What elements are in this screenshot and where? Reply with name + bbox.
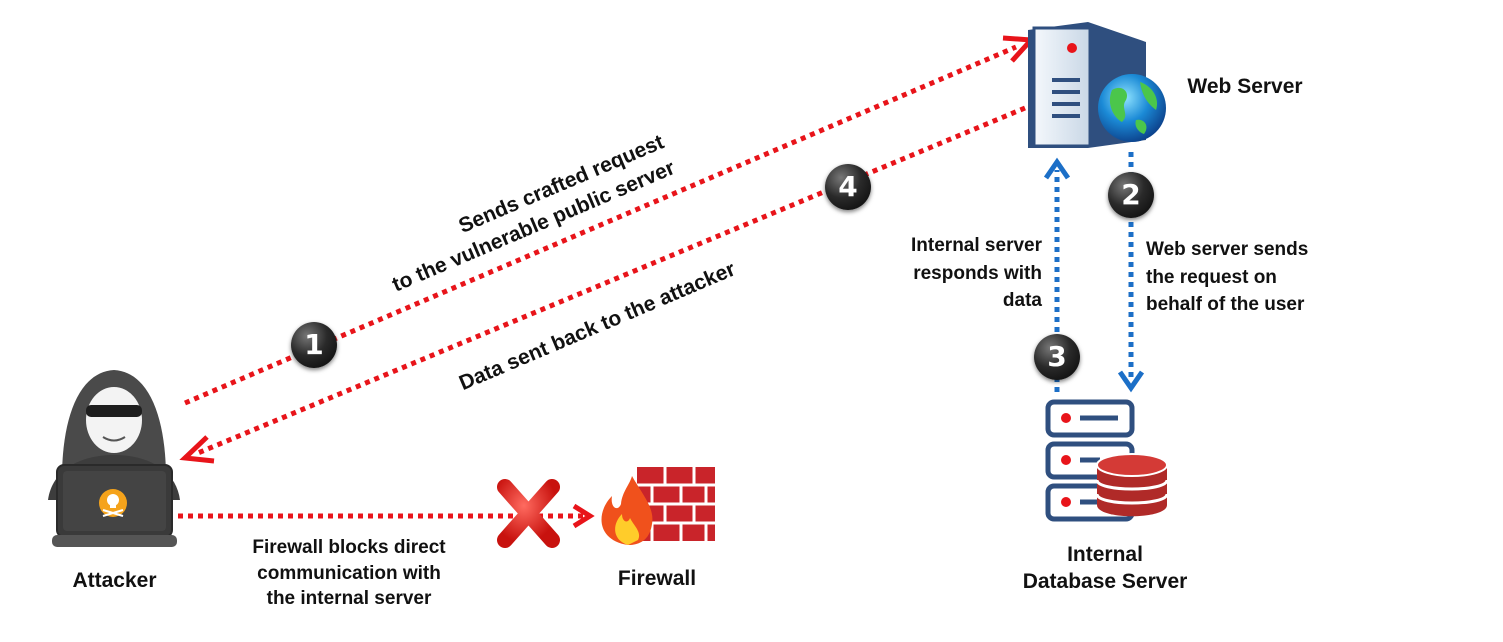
firewall-label: Firewall [617, 567, 697, 590]
arrow-blocked [178, 503, 595, 529]
step2-note-line1: Web server sends [1146, 239, 1309, 260]
step2-note-line2: the request on [1146, 266, 1277, 288]
brick-wall-fire-icon [601, 467, 715, 545]
step-badge-4: 4 [825, 164, 871, 210]
attacker-label: Attacker [72, 569, 157, 592]
step3-note-line3: data [1002, 290, 1042, 312]
db-server-label: Internal Database Server [1000, 541, 1210, 596]
firewall-note-line1: Firewall blocks direct [252, 537, 446, 558]
step2-note-line3: behalf of the user [1146, 294, 1305, 316]
red-x-icon [497, 479, 560, 548]
step-badge-3: 3 [1034, 334, 1080, 380]
db-server-label-line2: Database Server [1022, 570, 1188, 594]
firewall-note-line3: the internal server [266, 588, 432, 610]
step3-note: Internal server responds with data [850, 232, 1042, 315]
web-server-label: Web Server [1187, 75, 1303, 98]
step-badge-2: 2 [1108, 172, 1154, 218]
step2-note: Web server sends the request on behalf o… [1146, 236, 1376, 319]
arrow-step4 [179, 105, 1026, 464]
server-globe-icon [1028, 22, 1166, 148]
hooded-hacker-laptop-icon [48, 370, 180, 547]
db-server-label-line1: Internal [1067, 543, 1143, 566]
database-server-icon [1045, 399, 1169, 522]
arrow-step2 [1117, 152, 1145, 393]
step3-note-line1: Internal server [911, 235, 1042, 256]
arrow-step3 [1043, 157, 1071, 392]
firewall-note-line2: communication with [257, 562, 441, 584]
firewall-note: Firewall blocks direct communication wit… [214, 535, 484, 612]
step-badge-1: 1 [291, 322, 337, 368]
step3-note-line2: responds with [913, 262, 1042, 284]
